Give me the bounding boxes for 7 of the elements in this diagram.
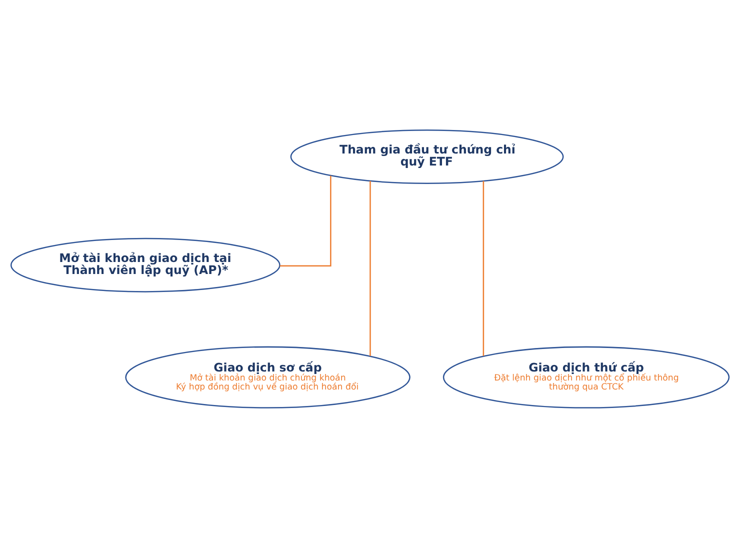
- connector: [482, 181, 484, 356]
- connector: [370, 181, 371, 356]
- node-ellipse: Tham gia đầu tư chứng chỉ quỹ ETF: [290, 130, 564, 184]
- node-ellipse: Mở tài khoản giao dịch tại Thành viên lập quỹ (AP)*: [10, 238, 280, 292]
- connector: [280, 176, 332, 267]
- node-ellipse: Giao dịch sơ cấp Mở tài khoản giao dịch chứng khoán Ký hợp đồng dịch vụ về giao dịch hoán đổi: [125, 346, 410, 408]
- node-ellipse: Giao dịch thứ cấp Đặt lệnh giao dịch như một cổ phiếu thông thường qua CTCK: [442, 346, 730, 408]
